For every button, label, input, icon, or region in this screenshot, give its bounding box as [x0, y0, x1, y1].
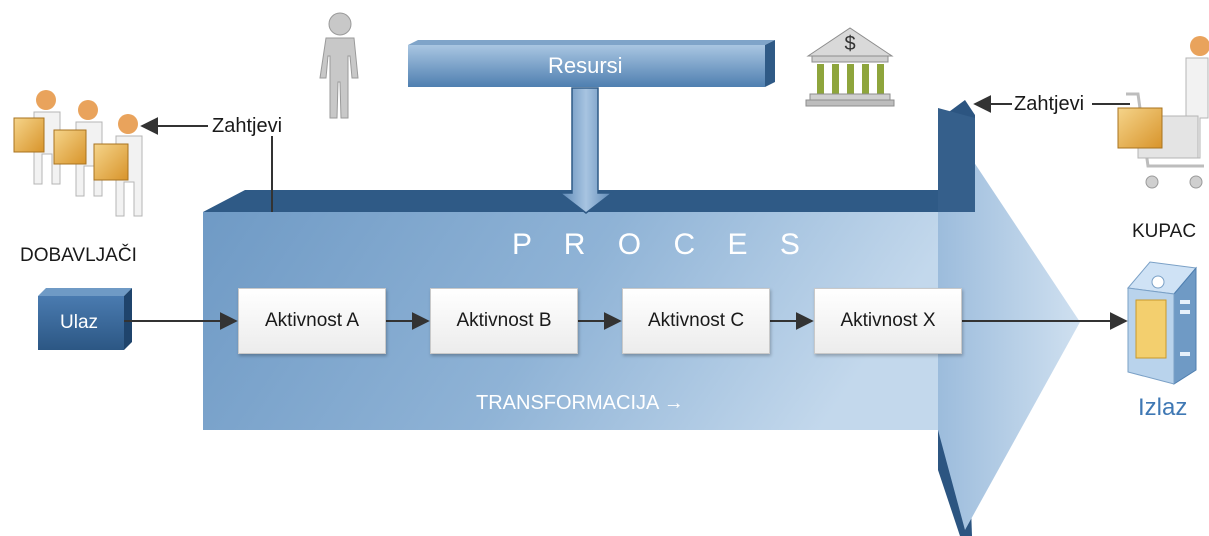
person-icon — [319, 12, 359, 119]
resources-bar — [408, 40, 775, 87]
activity-box-c: Aktivnost C — [622, 288, 770, 354]
suppliers-label: DOBAVLJAČI — [20, 245, 137, 266]
supplier-group-icon — [13, 90, 143, 217]
input-label: Ulaz — [60, 312, 99, 333]
output-label: Izlaz — [1138, 394, 1188, 421]
customer-requirements-label: Zahtjevi — [1014, 93, 1085, 115]
activity-box-b: Aktivnost B — [430, 288, 578, 354]
process-title: P R O C E S — [512, 228, 812, 261]
supplier-requirements-label: Zahtjevi — [212, 115, 283, 137]
resources-down-arrow — [557, 87, 615, 214]
transformation-label: TRANSFORMACIJA → — [476, 392, 684, 414]
bank-icon: $ — [805, 27, 895, 107]
activity-box-x: Aktivnost X — [814, 288, 962, 354]
activity-box-a: Aktivnost A — [238, 288, 386, 354]
flow-connectors — [124, 95, 1130, 330]
server-output-icon — [1127, 261, 1197, 385]
input-box — [38, 288, 132, 350]
svg-text:$: $ — [844, 33, 855, 55]
customer-cart-icon — [1117, 36, 1209, 189]
customer-label: KUPAC — [1132, 221, 1197, 242]
resources-label: Resursi — [548, 53, 623, 78]
